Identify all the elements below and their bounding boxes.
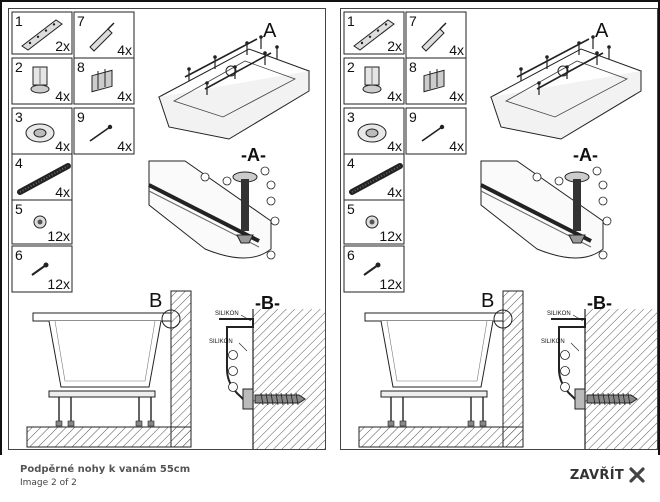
part-quantity: 4x [387,88,402,104]
part-box-6: 6 12x [343,245,405,293]
close-icon [628,466,646,484]
part-box-3: 3 4x [11,107,73,155]
part-number: 1 [15,13,23,29]
part-quantity: 4x [55,88,70,104]
assembly-drawing: 12x24x34x44x512x612x74x84x94xA-A-BSILIKO… [343,11,657,449]
part-box-5: 5 12x [11,199,73,245]
close-button[interactable]: ZAVŘÍT [570,463,646,487]
part-quantity: 4x [117,138,132,154]
part-quantity: 4x [387,138,402,154]
detail-a-label: -A- [573,145,598,165]
part-box-8: 8 4x [73,57,135,105]
part-quantity: 4x [449,88,464,104]
silikon-label-top: SILIKON [547,311,571,317]
part-number: 5 [347,201,355,217]
part-quantity: 2x [387,38,402,54]
detail-b-illustration: SILIKON SILIKON -B- [209,293,325,449]
part-box-7: 7 4x [405,11,467,59]
part-box-4: 4 4x [343,153,405,201]
part-number: 9 [409,109,417,125]
view-a-illustration: A [489,20,643,140]
part-quantity: 2x [55,38,70,54]
view-b-illustration: B [26,290,192,448]
top-border [0,0,660,2]
part-quantity: 4x [55,184,70,200]
part-quantity: 12x [47,228,70,244]
part-number: 4 [15,155,23,171]
part-number: 3 [347,109,355,125]
silikon-label-side: SILIKON [209,339,233,345]
part-quantity: 4x [387,184,402,200]
detail-b-illustration: SILIKON SILIKON -B- [541,293,657,449]
part-box-3: 3 4x [343,107,405,155]
part-quantity: 4x [449,138,464,154]
part-box-7: 7 4x [73,11,135,59]
part-quantity: 4x [117,88,132,104]
part-quantity: 12x [379,276,402,292]
part-box-2: 2 4x [343,57,405,105]
part-number: 8 [409,59,417,75]
part-box-8: 8 4x [405,57,467,105]
detail-a-illustration: -A- [480,145,612,260]
part-number: 8 [77,59,85,75]
part-quantity: 4x [55,138,70,154]
part-number: 2 [15,59,23,75]
detail-a-label: -A- [241,145,266,165]
part-number: 6 [347,247,355,263]
silikon-label-top: SILIKON [215,311,239,317]
part-number: 5 [15,201,23,217]
part-quantity: 12x [379,228,402,244]
right-border [658,0,660,502]
part-number: 9 [77,109,85,125]
assembly-drawing: 12x24x34x44x512x612x74x84x94xA-A-BSILIKO… [11,11,325,449]
view-b-illustration: B [358,290,524,448]
part-number: 2 [347,59,355,75]
part-number: 3 [15,109,23,125]
part-box-9: 9 4x [73,107,135,155]
part-box-1: 1 2x [343,11,405,55]
part-number: 6 [15,247,23,263]
detail-b-label: -B- [255,293,280,313]
part-quantity: 4x [449,42,464,58]
view-a-label: A [595,20,609,42]
part-box-2: 2 4x [11,57,73,105]
view-b-label: B [149,290,162,312]
left-border [0,0,2,502]
image-counter: Image 2 of 2 [20,478,77,488]
part-box-1: 1 2x [11,11,73,55]
view-a-illustration: A [157,20,311,140]
part-box-9: 9 4x [405,107,467,155]
part-number: 7 [409,13,417,29]
part-number: 7 [77,13,85,29]
view-a-label: A [263,20,277,42]
caption-bar: Podpěrné nohy k vanám 55cm Image 2 of 2 … [0,455,660,502]
detail-a-illustration: -A- [148,145,280,260]
part-number: 1 [347,13,355,29]
image-caption-title: Podpěrné nohy k vanám 55cm [20,464,191,475]
silikon-label-side: SILIKON [541,339,565,345]
part-quantity: 4x [117,42,132,58]
part-box-4: 4 4x [11,153,73,201]
view-b-label: B [481,290,494,312]
part-box-6: 6 12x [11,245,73,293]
part-number: 4 [347,155,355,171]
detail-b-label: -B- [587,293,612,313]
close-button-label: ZAVŘÍT [569,467,624,483]
part-box-5: 5 12x [343,199,405,245]
part-quantity: 12x [47,276,70,292]
